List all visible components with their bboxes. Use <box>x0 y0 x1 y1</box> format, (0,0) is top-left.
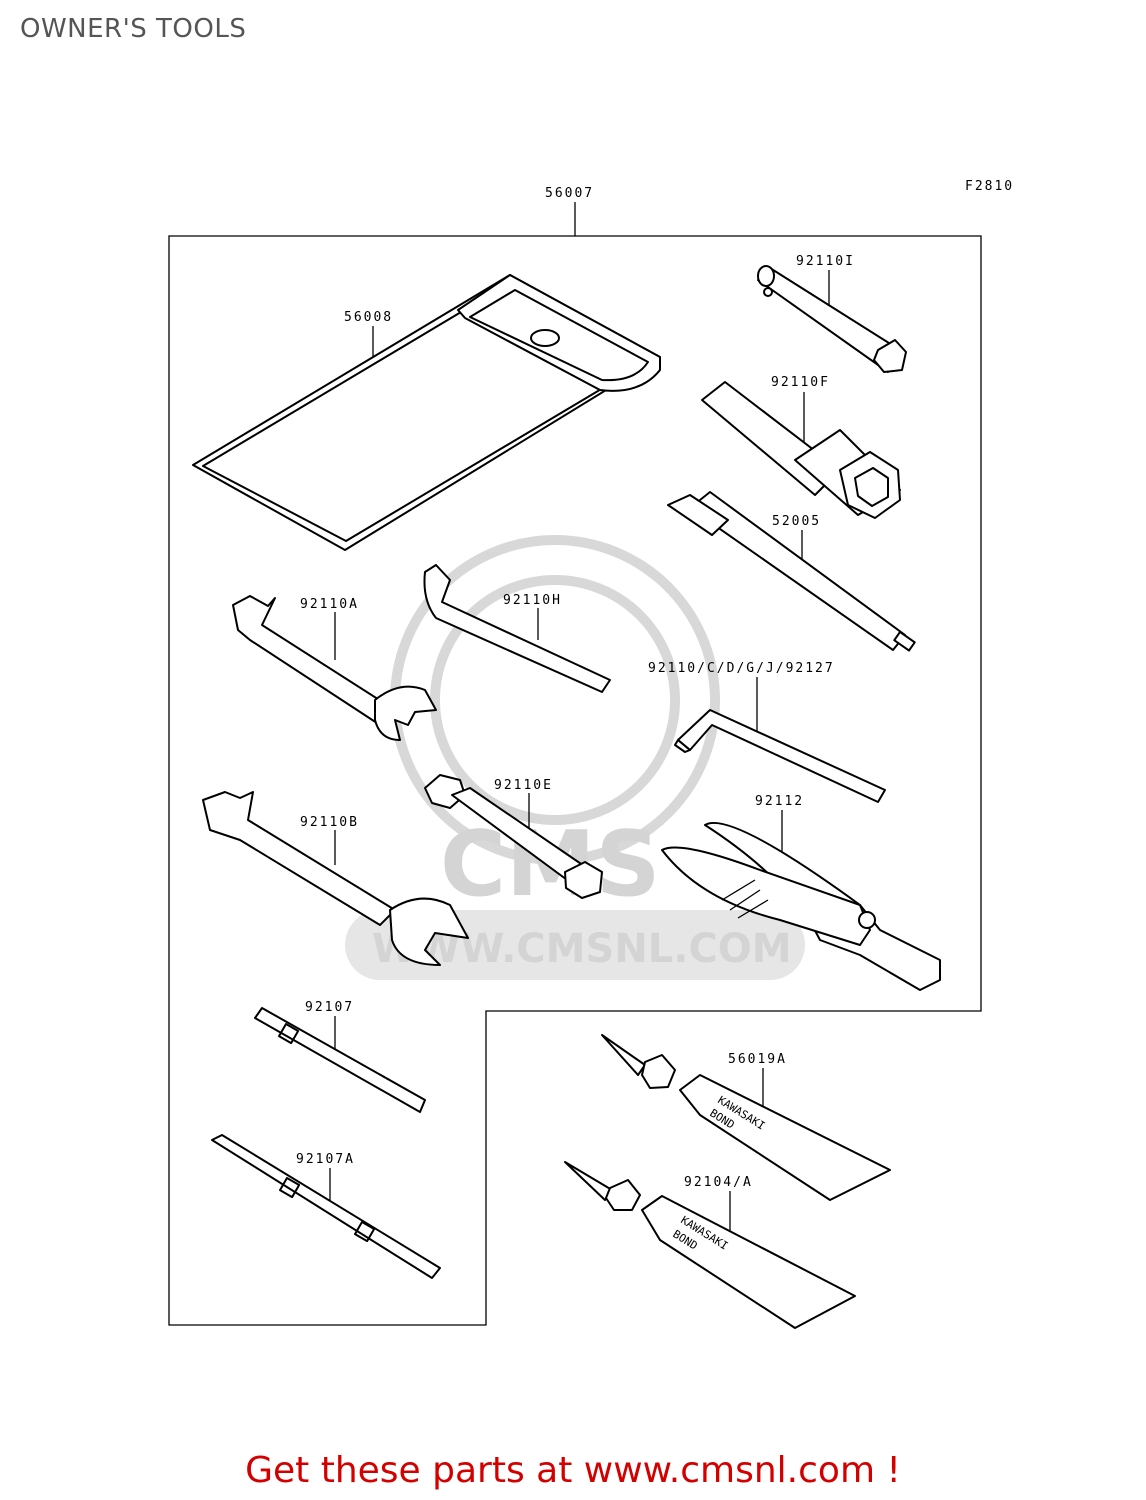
tool-pouch <box>192 274 661 551</box>
label-56007: 56007 <box>545 186 594 201</box>
label-92107A: 92107A <box>296 1152 355 1167</box>
box-wrench-f <box>701 381 901 519</box>
open-wrench-b <box>202 791 469 966</box>
open-wrench-a <box>232 595 437 741</box>
pliers <box>661 821 941 991</box>
page-title: OWNER'S TOOLS <box>20 14 247 44</box>
label-92110I: 92110I <box>796 254 855 269</box>
label-56019A: 56019A <box>728 1052 787 1067</box>
label-92110A: 92110A <box>300 597 359 612</box>
label-92112: 92112 <box>755 794 804 809</box>
bond-tube-b: KAWASAKI BOND <box>564 1161 856 1329</box>
label-56008: 56008 <box>344 310 393 325</box>
label-92110B: 92110B <box>300 815 359 830</box>
screwdriver-92107 <box>254 1007 426 1113</box>
tube-wrench-i <box>757 265 907 373</box>
label-52005: 52005 <box>772 514 821 529</box>
kit-frame <box>168 235 982 1326</box>
footer-link[interactable]: Get these parts at www.cmsnl.com ! <box>245 1450 901 1491</box>
label-hex-key: 92110/C/D/G/J/92127 <box>648 661 835 676</box>
label-92110E: 92110E <box>494 778 553 793</box>
label-92110H: 92110H <box>503 593 562 608</box>
hex-key <box>674 709 886 803</box>
screwdriver-92107a <box>211 1134 441 1279</box>
spark-plug-wrench-e <box>424 774 603 899</box>
bond-tube-a: KAWASAKI BOND <box>601 1034 891 1201</box>
label-92104A: 92104/A <box>684 1175 753 1190</box>
figure-code: F2810 <box>965 179 1014 194</box>
label-92110F: 92110F <box>771 375 830 390</box>
label-92107: 92107 <box>305 1000 354 1015</box>
pump-tool <box>667 491 916 652</box>
hook-wrench-h <box>423 564 611 693</box>
